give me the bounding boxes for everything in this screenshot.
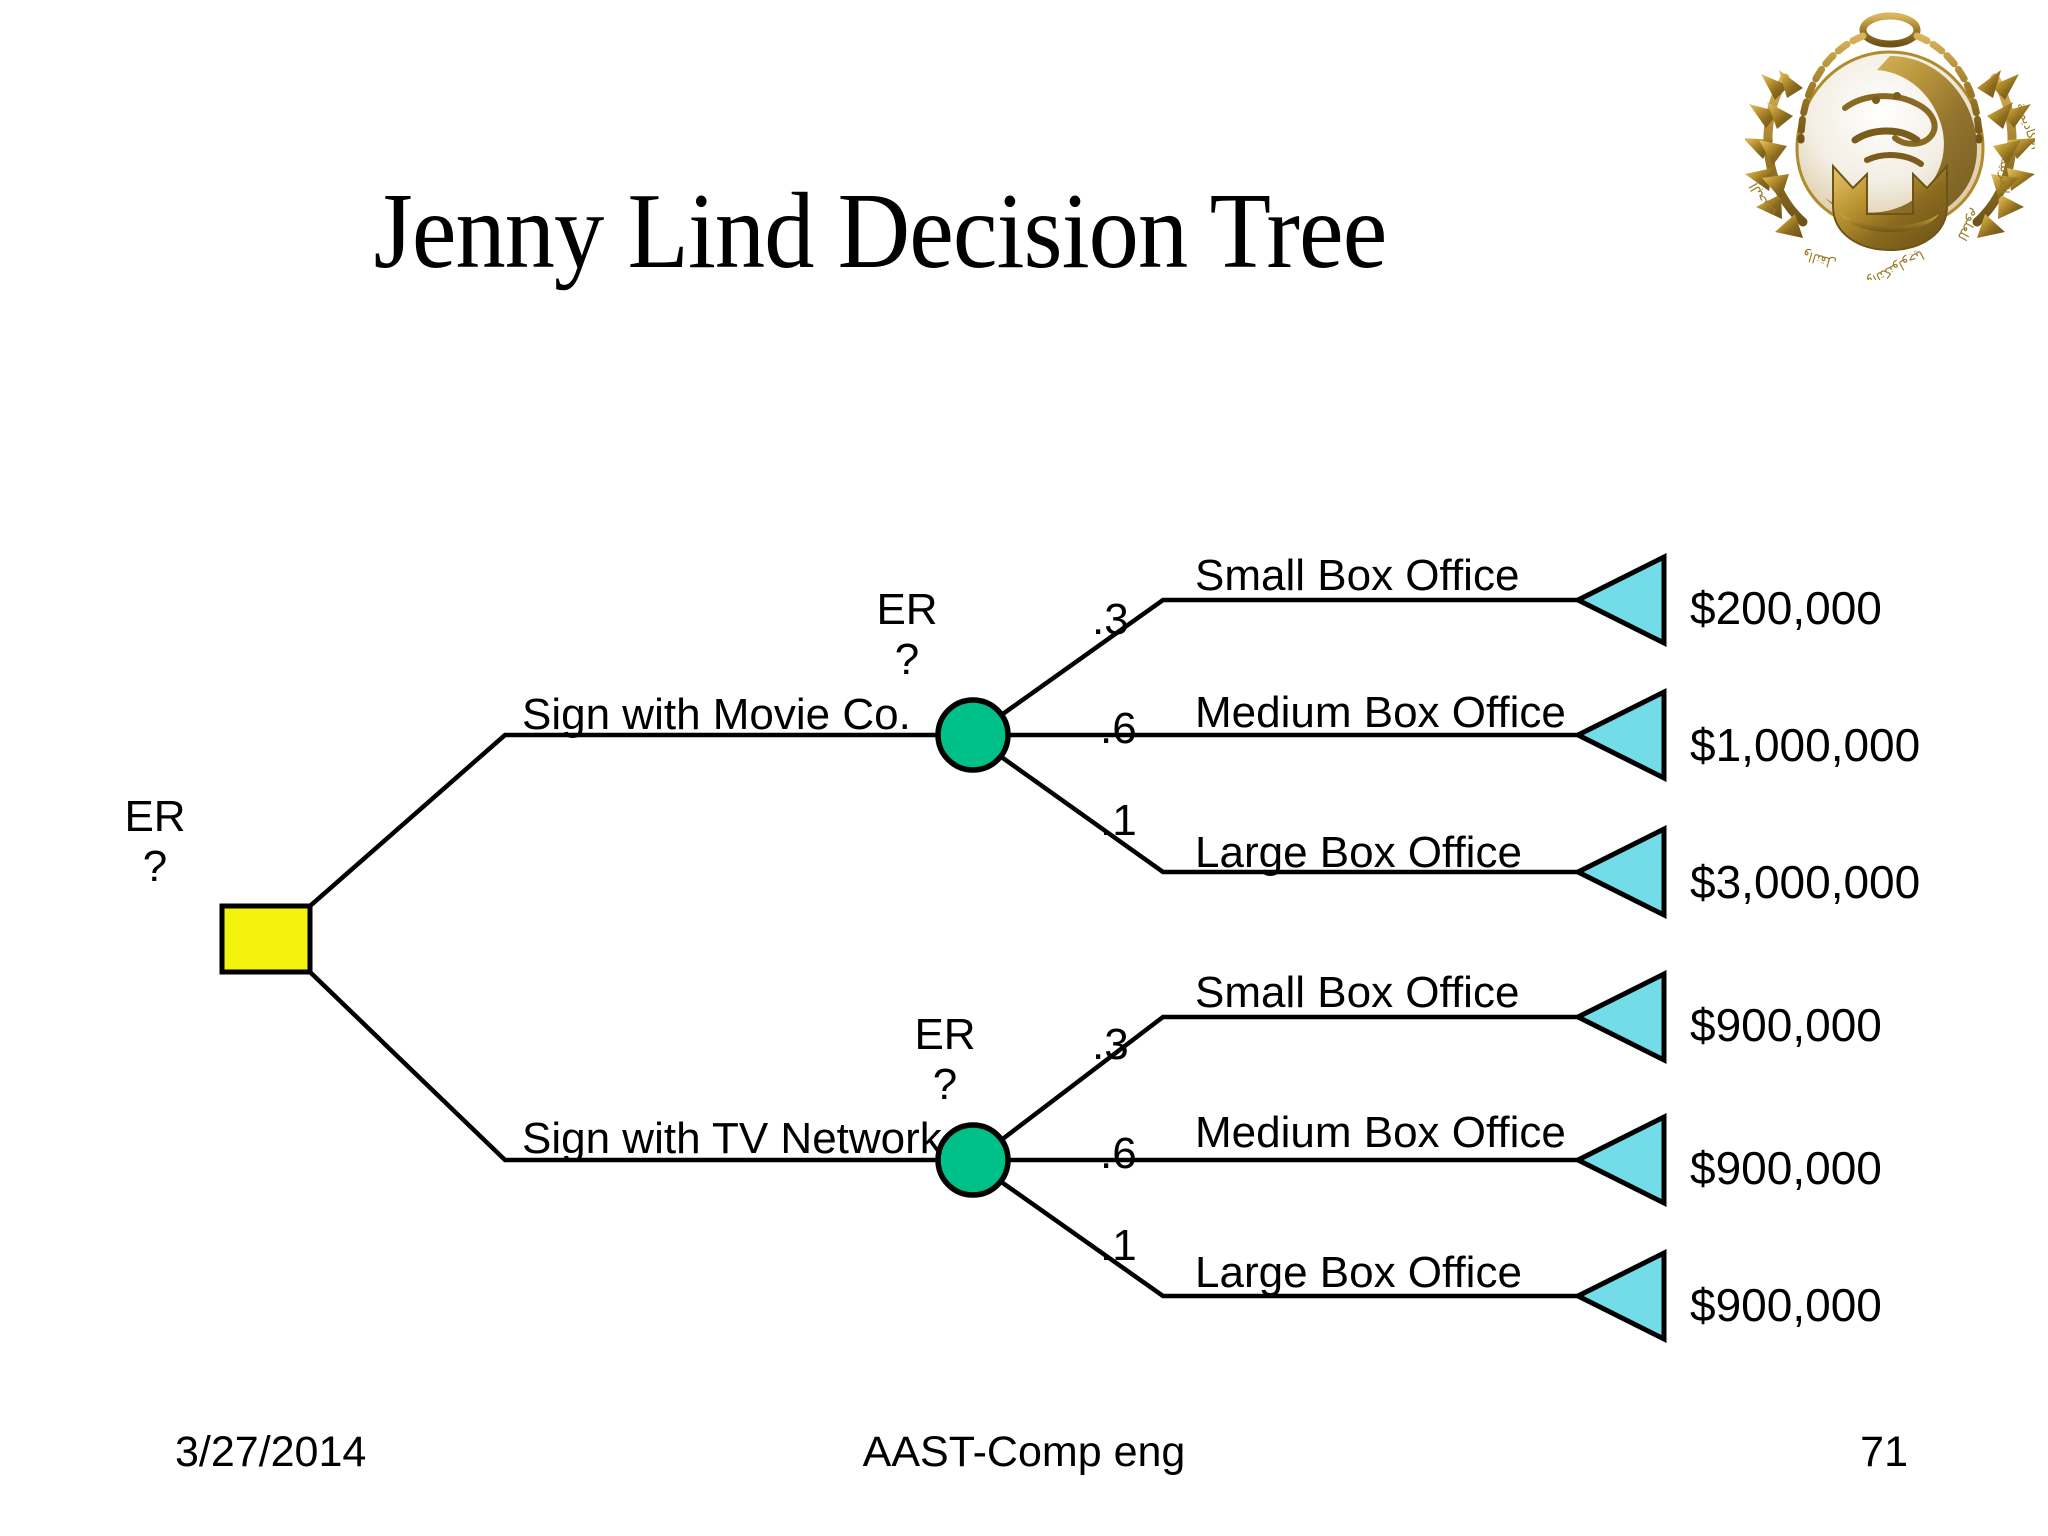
er-label-root-line2: ? <box>142 842 168 891</box>
chance-node-tv[interactable] <box>935 1122 1011 1198</box>
footer-date: 3/27/2014 <box>175 1428 367 1476</box>
probability-tv-large: .1 <box>1100 1221 1137 1270</box>
outcome-label-movie-small: Small Box Office <box>1195 551 1520 600</box>
page-title: Jenny Lind Decision Tree <box>373 172 1388 291</box>
probability-tv-small: .3 <box>1092 1020 1129 1069</box>
probability-movie-small: .3 <box>1092 595 1129 644</box>
footer-note: AAST-Comp eng <box>862 1428 1186 1476</box>
er-label-tv-line1: ER <box>914 1010 976 1059</box>
terminal-node-movie-medium[interactable] <box>1572 687 1667 783</box>
footer-page-number: 71 <box>1860 1428 1908 1476</box>
branch-tv-small <box>998 1014 1578 1143</box>
er-label-tv-line2: ? <box>932 1060 958 1109</box>
branch-root-to-movie <box>308 732 960 908</box>
outcome-label-tv-small: Small Box Office <box>1195 968 1520 1017</box>
slide-footer: 3/27/2014 AAST-Comp eng 71 <box>0 1428 2048 1488</box>
er-label-movie-line2: ? <box>894 635 920 684</box>
payoff-movie-medium: $1,000,000 <box>1690 719 1921 771</box>
payoff-tv-medium: $900,000 <box>1690 1142 1882 1194</box>
er-label-root-line1: ER <box>124 792 186 841</box>
outcome-label-movie-medium: Medium Box Office <box>1195 688 1566 737</box>
probability-tv-medium: .6 <box>1100 1129 1137 1178</box>
payoff-movie-small: $200,000 <box>1690 582 1882 634</box>
probability-movie-large: .1 <box>1100 796 1137 845</box>
outcome-label-tv-medium: Medium Box Office <box>1195 1108 1566 1157</box>
payoff-movie-large: $3,000,000 <box>1690 856 1921 908</box>
payoff-tv-small: $900,000 <box>1690 999 1882 1051</box>
decision-node-root[interactable] <box>219 903 313 975</box>
branch-label-tv: Sign with TV Network <box>522 1114 942 1163</box>
chance-node-movie[interactable] <box>935 697 1011 773</box>
branch-movie-small <box>998 597 1578 718</box>
svg-text:العربية: العربية <box>1996 158 2013 194</box>
er-label-movie-line1: ER <box>876 585 938 634</box>
terminal-node-tv-medium[interactable] <box>1572 1112 1667 1208</box>
branch-label-movie: Sign with Movie Co. <box>522 690 911 739</box>
outcome-label-movie-large: Large Box Office <box>1195 828 1522 877</box>
branch-tv-large <box>998 1179 1578 1299</box>
terminal-node-movie-large[interactable] <box>1572 824 1667 920</box>
payoff-tv-large: $900,000 <box>1690 1279 1882 1331</box>
probability-movie-medium: .6 <box>1100 704 1137 753</box>
outcome-label-tv-large: Large Box Office <box>1195 1248 1522 1297</box>
branch-movie-large <box>998 754 1578 875</box>
terminal-node-tv-small[interactable] <box>1572 969 1667 1065</box>
branch-root-to-tv <box>308 970 960 1163</box>
terminal-node-tv-large[interactable] <box>1572 1248 1667 1344</box>
terminal-node-movie-small[interactable] <box>1572 552 1667 648</box>
aast-logo-icon: الأكاديمية العربية للعلوم والتكنولوجيا و… <box>1743 8 2045 290</box>
